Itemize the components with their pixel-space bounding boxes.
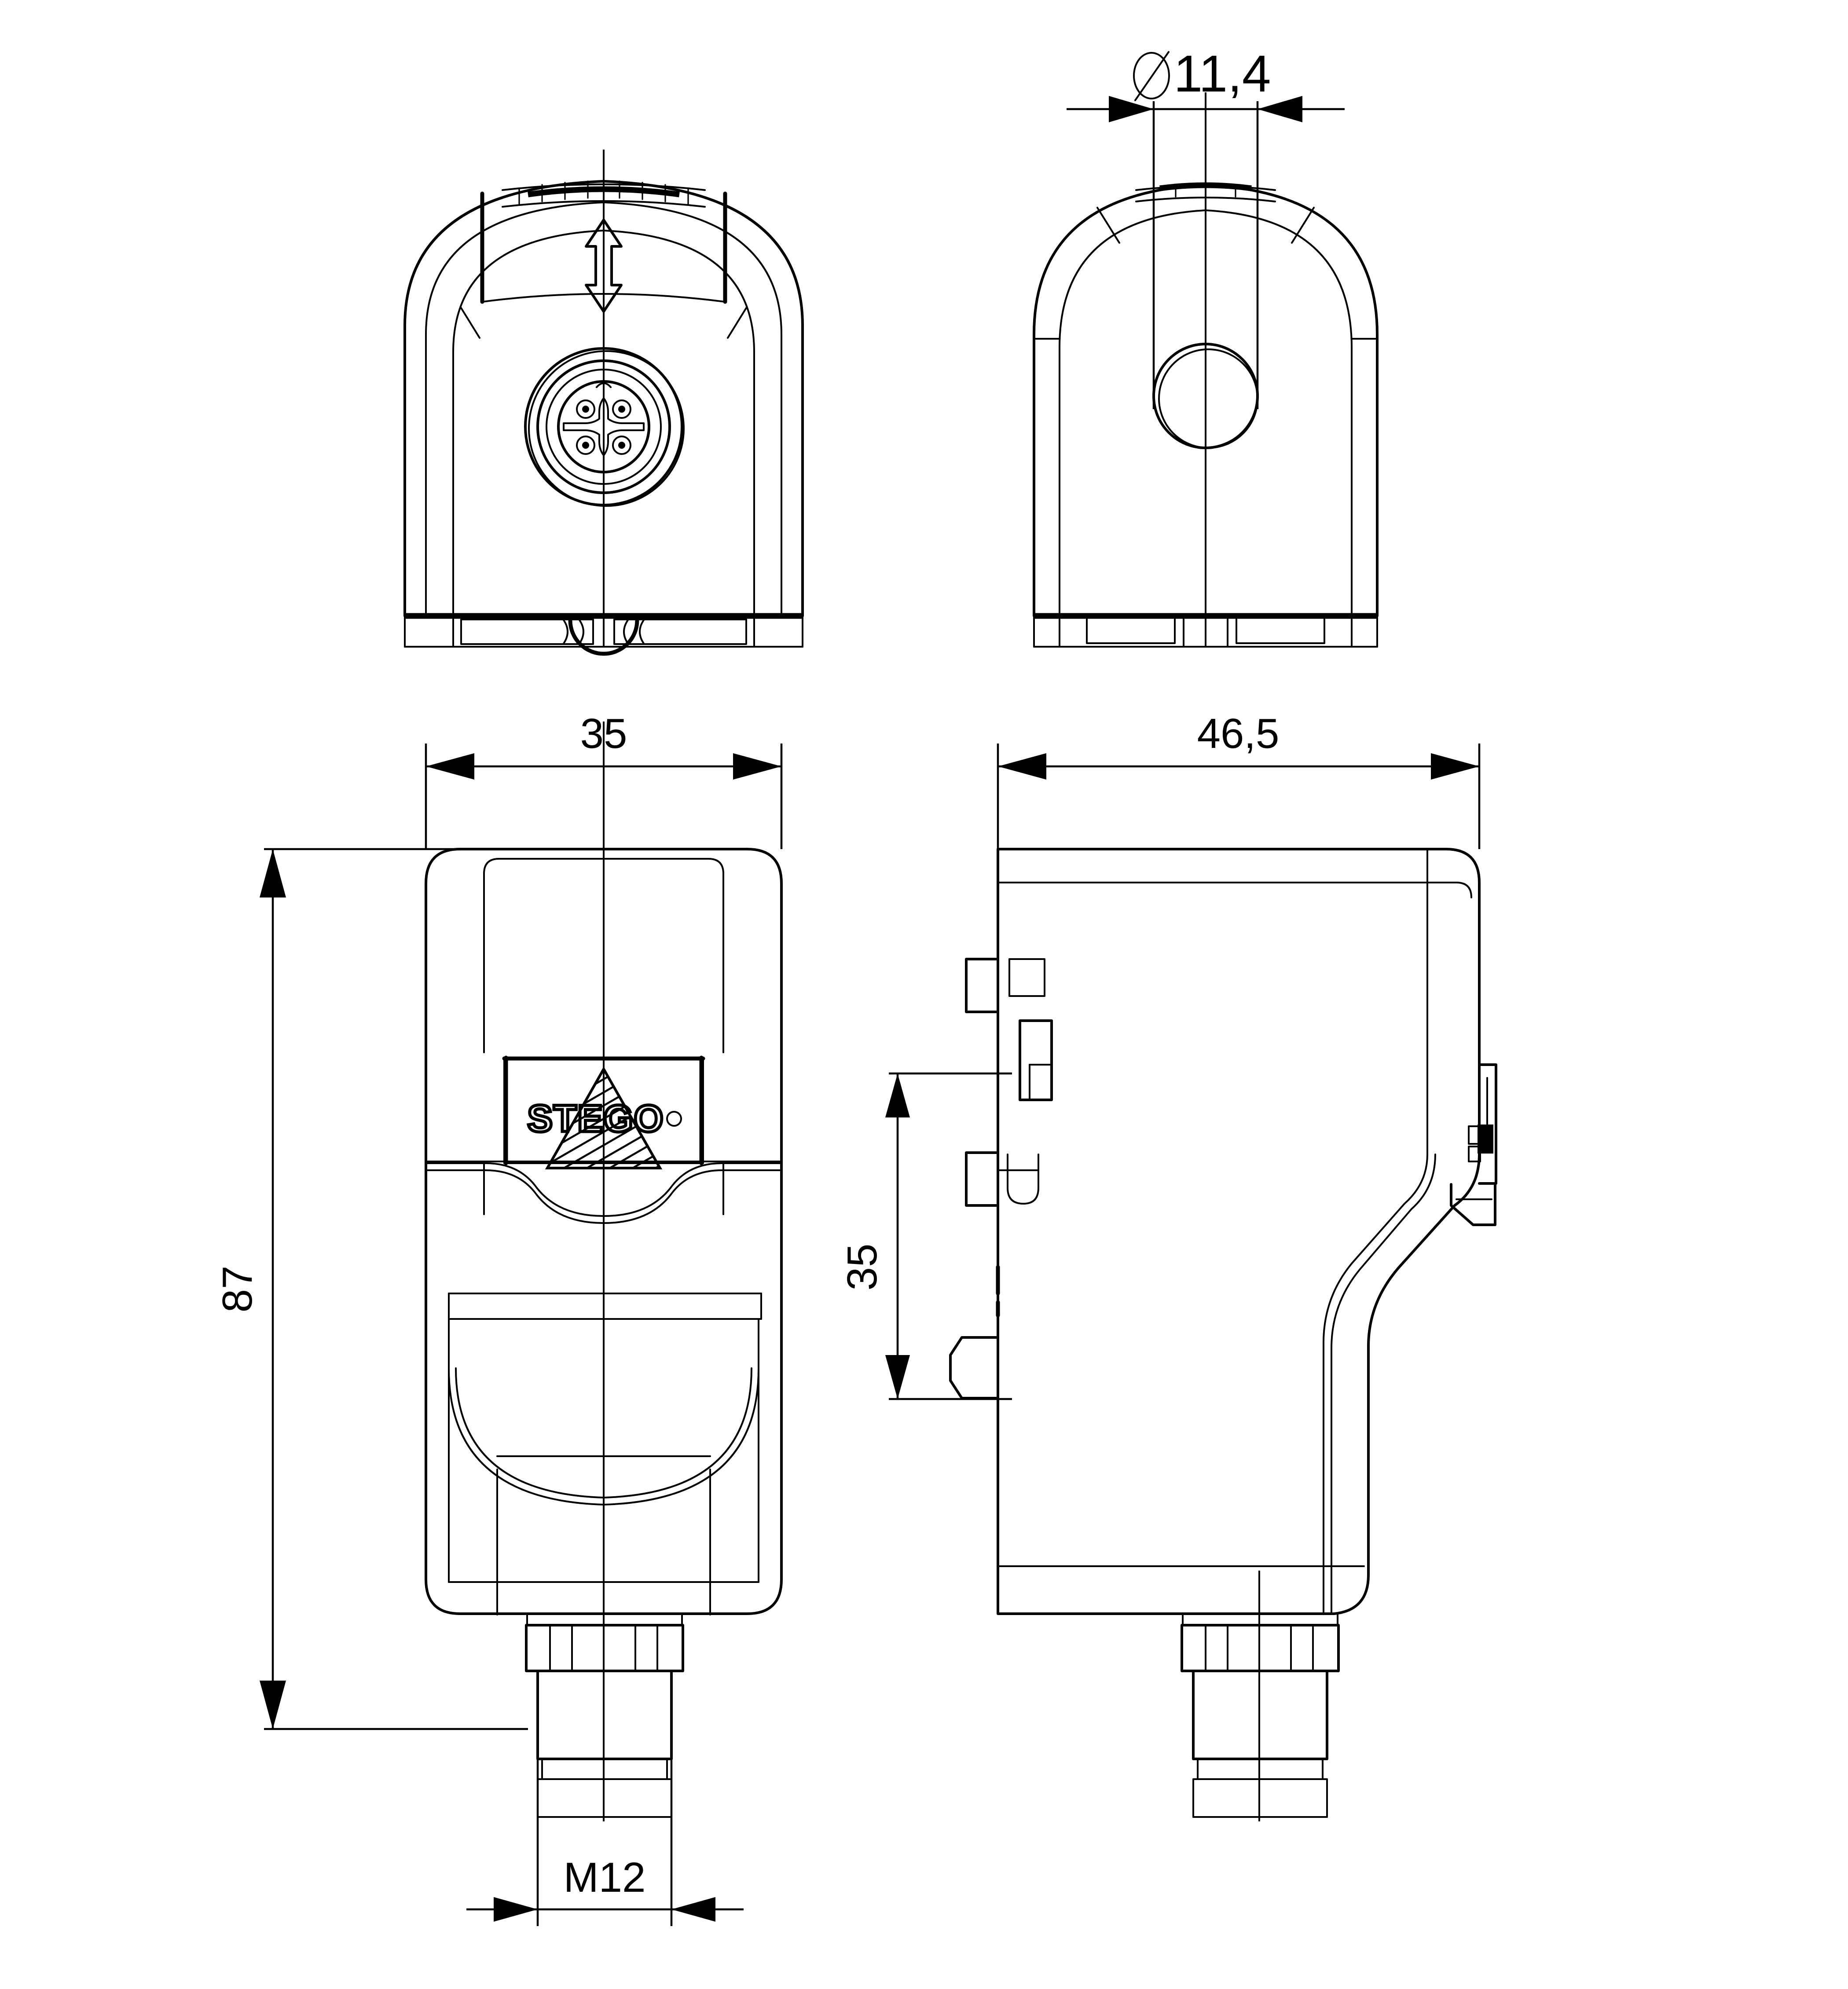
latch-tab-notch-2 [1468, 1146, 1481, 1162]
dimension-height-35: 35 [839, 1072, 1012, 1400]
seam-corner-right-top [708, 858, 724, 875]
shoulder-tick-right-side [1291, 207, 1315, 244]
vent-shadow-line-side [1159, 182, 1252, 191]
latch-tab-outline [1478, 1063, 1497, 1185]
dimension-dia-hole: 11,4 [1067, 45, 1345, 409]
dimension-label-clip-height: 35 [839, 1244, 886, 1291]
din-clip-lower-tongue [1007, 1154, 1039, 1205]
connector-pin-group [576, 399, 631, 455]
scallop-recess-outline-offset [425, 1169, 782, 1224]
dimension-depth-465: 46,5 [997, 710, 1481, 849]
seam-corner-left-top [483, 858, 500, 875]
shoulder-tick-left-side [1096, 207, 1120, 244]
din-clip-lower [965, 1151, 1039, 1207]
din-clip-foot [949, 1336, 999, 1399]
bowl-outline-inner [455, 1367, 752, 1498]
stego-label-plate: STEGO [502, 1055, 705, 1169]
din-clip-lower-hook [965, 1151, 999, 1207]
body-outer-outline [425, 848, 783, 1615]
vent-shadow-line [528, 186, 680, 198]
connector-seal-ring [546, 369, 662, 485]
keyway-right-profile [603, 385, 645, 468]
inner-shell-outline [425, 201, 782, 617]
triangle-hatch [545, 1066, 663, 1169]
dimension-label-height: 87 [214, 1266, 261, 1313]
connector-knurl-ring [536, 359, 671, 494]
dimension-label-dia: 11,4 [1174, 45, 1271, 103]
dimension-label-depth: 46,5 [1197, 710, 1280, 757]
side-inner-scurve-offset [1331, 1154, 1436, 1615]
vent-band-bottom [502, 200, 706, 208]
side-top-inner-seam [997, 882, 1472, 898]
lid-bottom-edge [481, 293, 726, 303]
side-inner-scurve [1323, 1154, 1428, 1615]
dimension-width-35: 35 [425, 710, 783, 849]
diameter-symbol-icon [1133, 52, 1170, 99]
din-clip-slot-rect [1019, 1019, 1053, 1101]
outer-shell-outline [403, 180, 804, 617]
din-clip-foot-hook [949, 1336, 999, 1399]
m12-gland-side [1181, 1613, 1340, 1818]
m12-connector-detail [524, 347, 685, 507]
base-foot-band-side [1033, 613, 1378, 648]
top-side-view: 11,4 [1033, 45, 1379, 648]
keyway-notch [596, 382, 612, 388]
stego-wordmark: STEGO [527, 1098, 664, 1140]
vent-band-top [502, 183, 706, 191]
up-down-arrow-icon [585, 219, 623, 313]
dimension-height-87: 87 [214, 848, 528, 1730]
side-body-outline [997, 848, 1481, 1615]
din-clip-upper-tab [1008, 958, 1045, 997]
dimension-thread-m12: M12 [466, 1755, 744, 1926]
shoulder-tick-right [727, 307, 747, 339]
shoulder-tick-left [460, 307, 480, 339]
inner-shell-outline-side [1059, 209, 1353, 617]
scallop-recess-outline [425, 1162, 782, 1217]
latch-tab-right [1450, 1063, 1497, 1226]
din-clip-upper [965, 958, 1045, 1013]
din-clip-upper-hook [965, 958, 999, 1013]
latch-tab-notch-1 [1468, 1125, 1481, 1145]
top-front-view [403, 150, 804, 656]
side-elevation-view: 46,5 35 [839, 710, 1497, 1821]
connector-outer-ring-shadow [528, 350, 685, 507]
base-foot-band [404, 613, 803, 656]
latch-tab-foot [1450, 1183, 1496, 1226]
dimension-label-width: 35 [580, 710, 627, 757]
connector-face-circle [557, 380, 650, 473]
bowl-outline [448, 1367, 759, 1505]
through-hole-inner [1158, 348, 1258, 449]
front-elevation-view: 35 87 [214, 710, 783, 1926]
keyway-left-profile [563, 385, 605, 468]
din-clip-slot [1019, 1019, 1053, 1101]
stego-triangle-mark [545, 1066, 663, 1169]
cover-lip-outline [452, 230, 755, 617]
stego-o-dot [666, 1111, 682, 1127]
dimension-label-thread: M12 [564, 1854, 646, 1901]
